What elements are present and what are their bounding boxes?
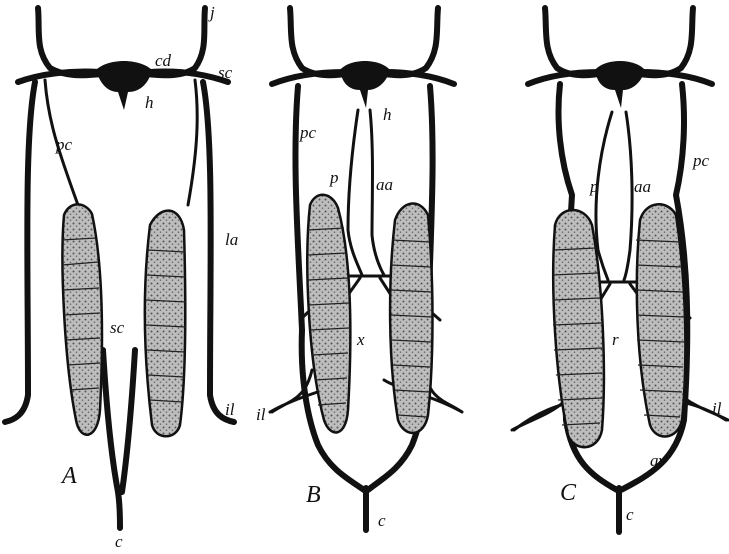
panel-b-vessel-p: [348, 110, 362, 275]
label-pc: pc: [692, 151, 710, 170]
panel-c-caption: C: [560, 480, 577, 506]
panel-c-vessel-aa: [624, 112, 632, 280]
label-c: c: [378, 511, 386, 530]
label-h: h: [383, 105, 392, 124]
label-il: il: [256, 405, 266, 424]
panel-c-central-sinus: [595, 61, 645, 108]
label-aa: aa: [376, 175, 393, 194]
label-r: r: [612, 330, 619, 349]
label-pc: pc: [55, 135, 73, 154]
panel-b-iliac-veins: [270, 370, 462, 412]
label-p: p: [329, 168, 339, 187]
panel-a-caption: A: [60, 463, 77, 489]
label-pc: pc: [299, 123, 317, 142]
panel-b-central-sinus: [340, 61, 390, 108]
panel-c-iliac-veins: [512, 398, 728, 430]
label-la: la: [225, 230, 238, 249]
label-av: av: [650, 451, 667, 470]
label-c: c: [115, 532, 123, 551]
panel-b-mesonephros-left: [307, 195, 350, 433]
panel-a-central-sinus: [96, 61, 152, 110]
panel-a-posterior-cardinal-left: [5, 82, 35, 422]
panel-a-lateral-vein-right: [188, 80, 197, 205]
panel-a-caudal-vein: [103, 350, 135, 528]
label-x: x: [356, 330, 365, 349]
label-aa: aa: [634, 177, 651, 196]
panel-c-mesonephros-right: [637, 204, 686, 436]
label-il: il: [712, 399, 722, 418]
label-il: il: [225, 400, 235, 419]
label-h: h: [145, 93, 154, 112]
label-j: j: [208, 3, 215, 22]
panel-c-mesonephros-left: [553, 210, 604, 447]
panel-b-mesonephros-right: [390, 204, 432, 433]
label-cd: cd: [155, 51, 172, 70]
panel-c-vessel-p: [596, 112, 612, 280]
panel-c: pc p aa r av il C c: [512, 8, 728, 532]
panel-b-caption: B: [306, 482, 321, 508]
panel-a-posterior-cardinal-right: [203, 82, 234, 422]
label-sc-top: sc: [218, 63, 233, 82]
label-sc-mid: sc: [110, 318, 125, 337]
panel-b: h pc p aa x il B c: [256, 8, 462, 530]
panel-a: j cd sc h pc la sc il A c: [5, 3, 238, 551]
label-c: c: [626, 505, 634, 524]
label-p: p: [589, 177, 599, 196]
